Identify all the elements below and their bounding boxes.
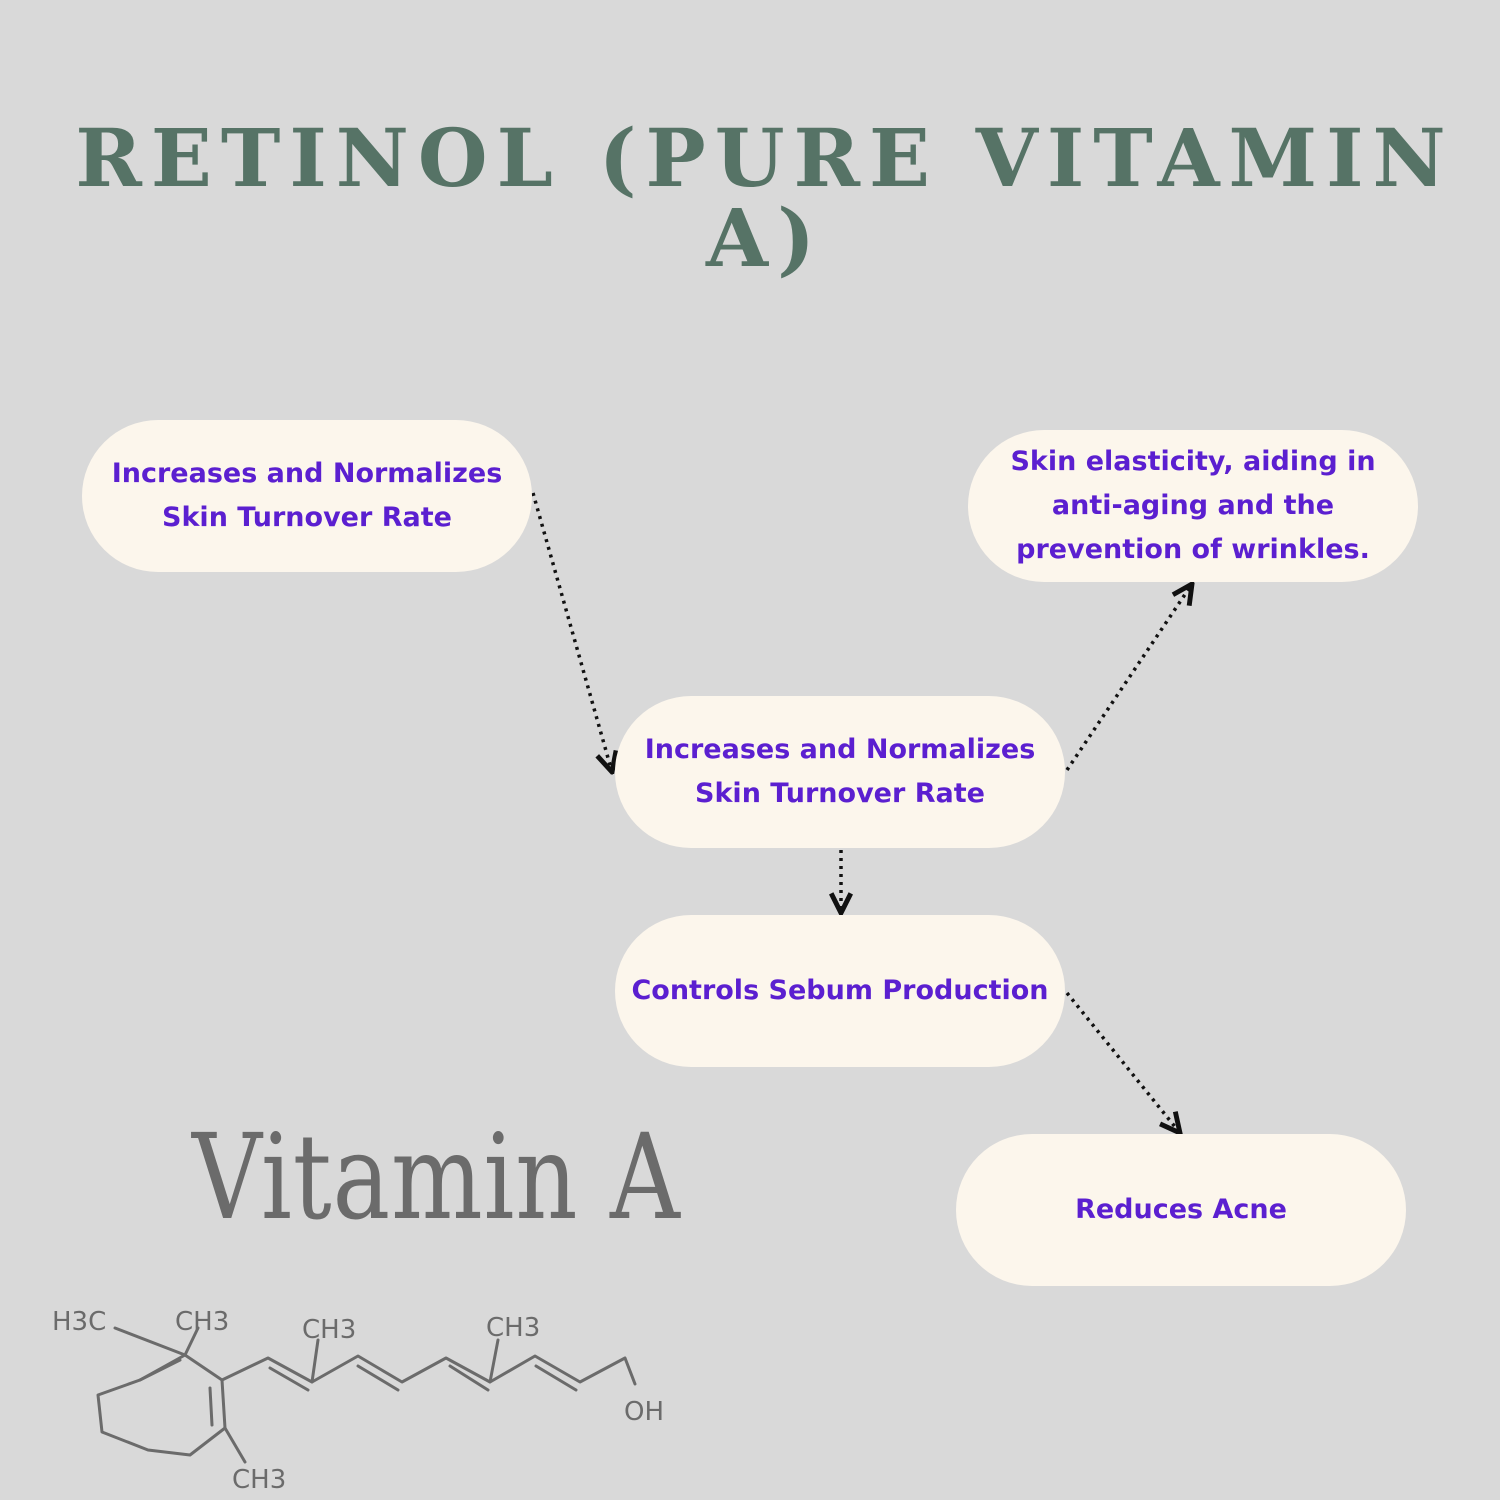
arrow-n3-to-n2 [1065, 584, 1192, 771]
formula-label-oh: OH [624, 1397, 664, 1427]
molecule-bonds [96, 1326, 637, 1464]
node-skin-elasticity: Skin elasticity, aiding in anti-aging an… [968, 430, 1418, 582]
node-skin-turnover-top: Increases and Normalizes Skin Turnover R… [82, 420, 532, 572]
arrow-n4-to-n5 [1065, 991, 1180, 1133]
retinol-structure-illustration: H3C CH3 CH3 CH3 CH3 OH [52, 1307, 664, 1495]
node-label: Controls Sebum Production [631, 975, 1049, 1006]
node-controls-sebum: Controls Sebum Production [615, 915, 1065, 1067]
node-label: Reduces Acne [1075, 1194, 1287, 1225]
node-skin-turnover-center: Increases and Normalizes Skin Turnover R… [615, 696, 1065, 848]
formula-label-ch3-chain-2: CH3 [486, 1313, 540, 1343]
node-label: Skin elasticity, aiding in anti-aging an… [1010, 446, 1376, 565]
arrow-n1-to-n3 [531, 492, 612, 772]
formula-label-ch3-bottom: CH3 [232, 1465, 286, 1495]
vitamin-a-heading: Vitamin A [192, 1108, 681, 1246]
formula-label-ch3-chain-1: CH3 [302, 1315, 356, 1345]
formula-label-h3c: H3C [52, 1307, 106, 1337]
formula-label-ch3-ring: CH3 [175, 1307, 229, 1337]
page-title: RETINOL (PURE VITAMIN A) [75, 111, 1455, 285]
node-label: Increases and Normalizes Skin Turnover R… [111, 458, 503, 533]
node-label: Increases and Normalizes Skin Turnover R… [644, 734, 1036, 809]
node-reduces-acne: Reduces Acne [956, 1134, 1406, 1286]
